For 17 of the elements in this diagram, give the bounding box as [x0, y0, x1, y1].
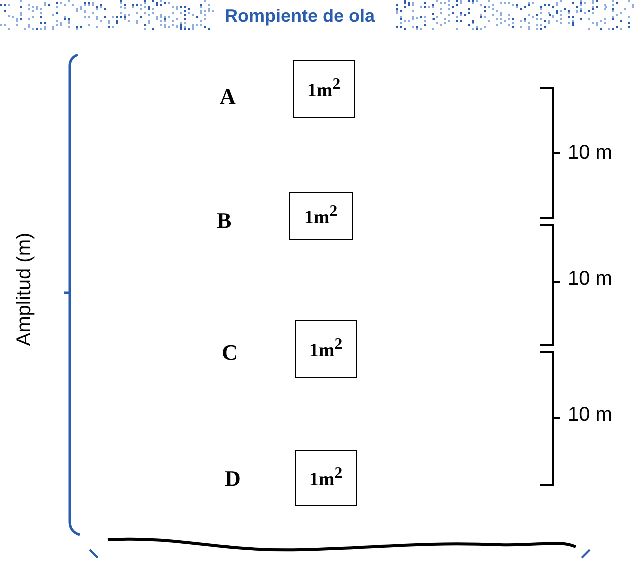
quadrat-box [295, 450, 357, 506]
quadrat-box [293, 60, 355, 118]
heading: Rompiente de ola [225, 6, 376, 27]
area-label: 1m$^{2}$ [309, 336, 343, 362]
dimension-label: 10 m [568, 142, 612, 165]
station-letter: A [220, 84, 236, 110]
quadrat-box [295, 320, 357, 378]
area-label: 1m$^{2}$ [304, 202, 338, 230]
station-letter: C [222, 340, 238, 366]
area-label: 1m$^{2}$ [309, 464, 343, 492]
dimension-label: 10 m [568, 404, 612, 427]
axis-label: Amplitud (m) [14, 232, 36, 348]
quadrat-box [289, 192, 353, 240]
dimension-label: 10 m [568, 268, 612, 291]
station-letter: D [225, 466, 241, 492]
station-letter: B [217, 208, 232, 234]
area-label: 1m$^{2}$ [307, 76, 341, 102]
